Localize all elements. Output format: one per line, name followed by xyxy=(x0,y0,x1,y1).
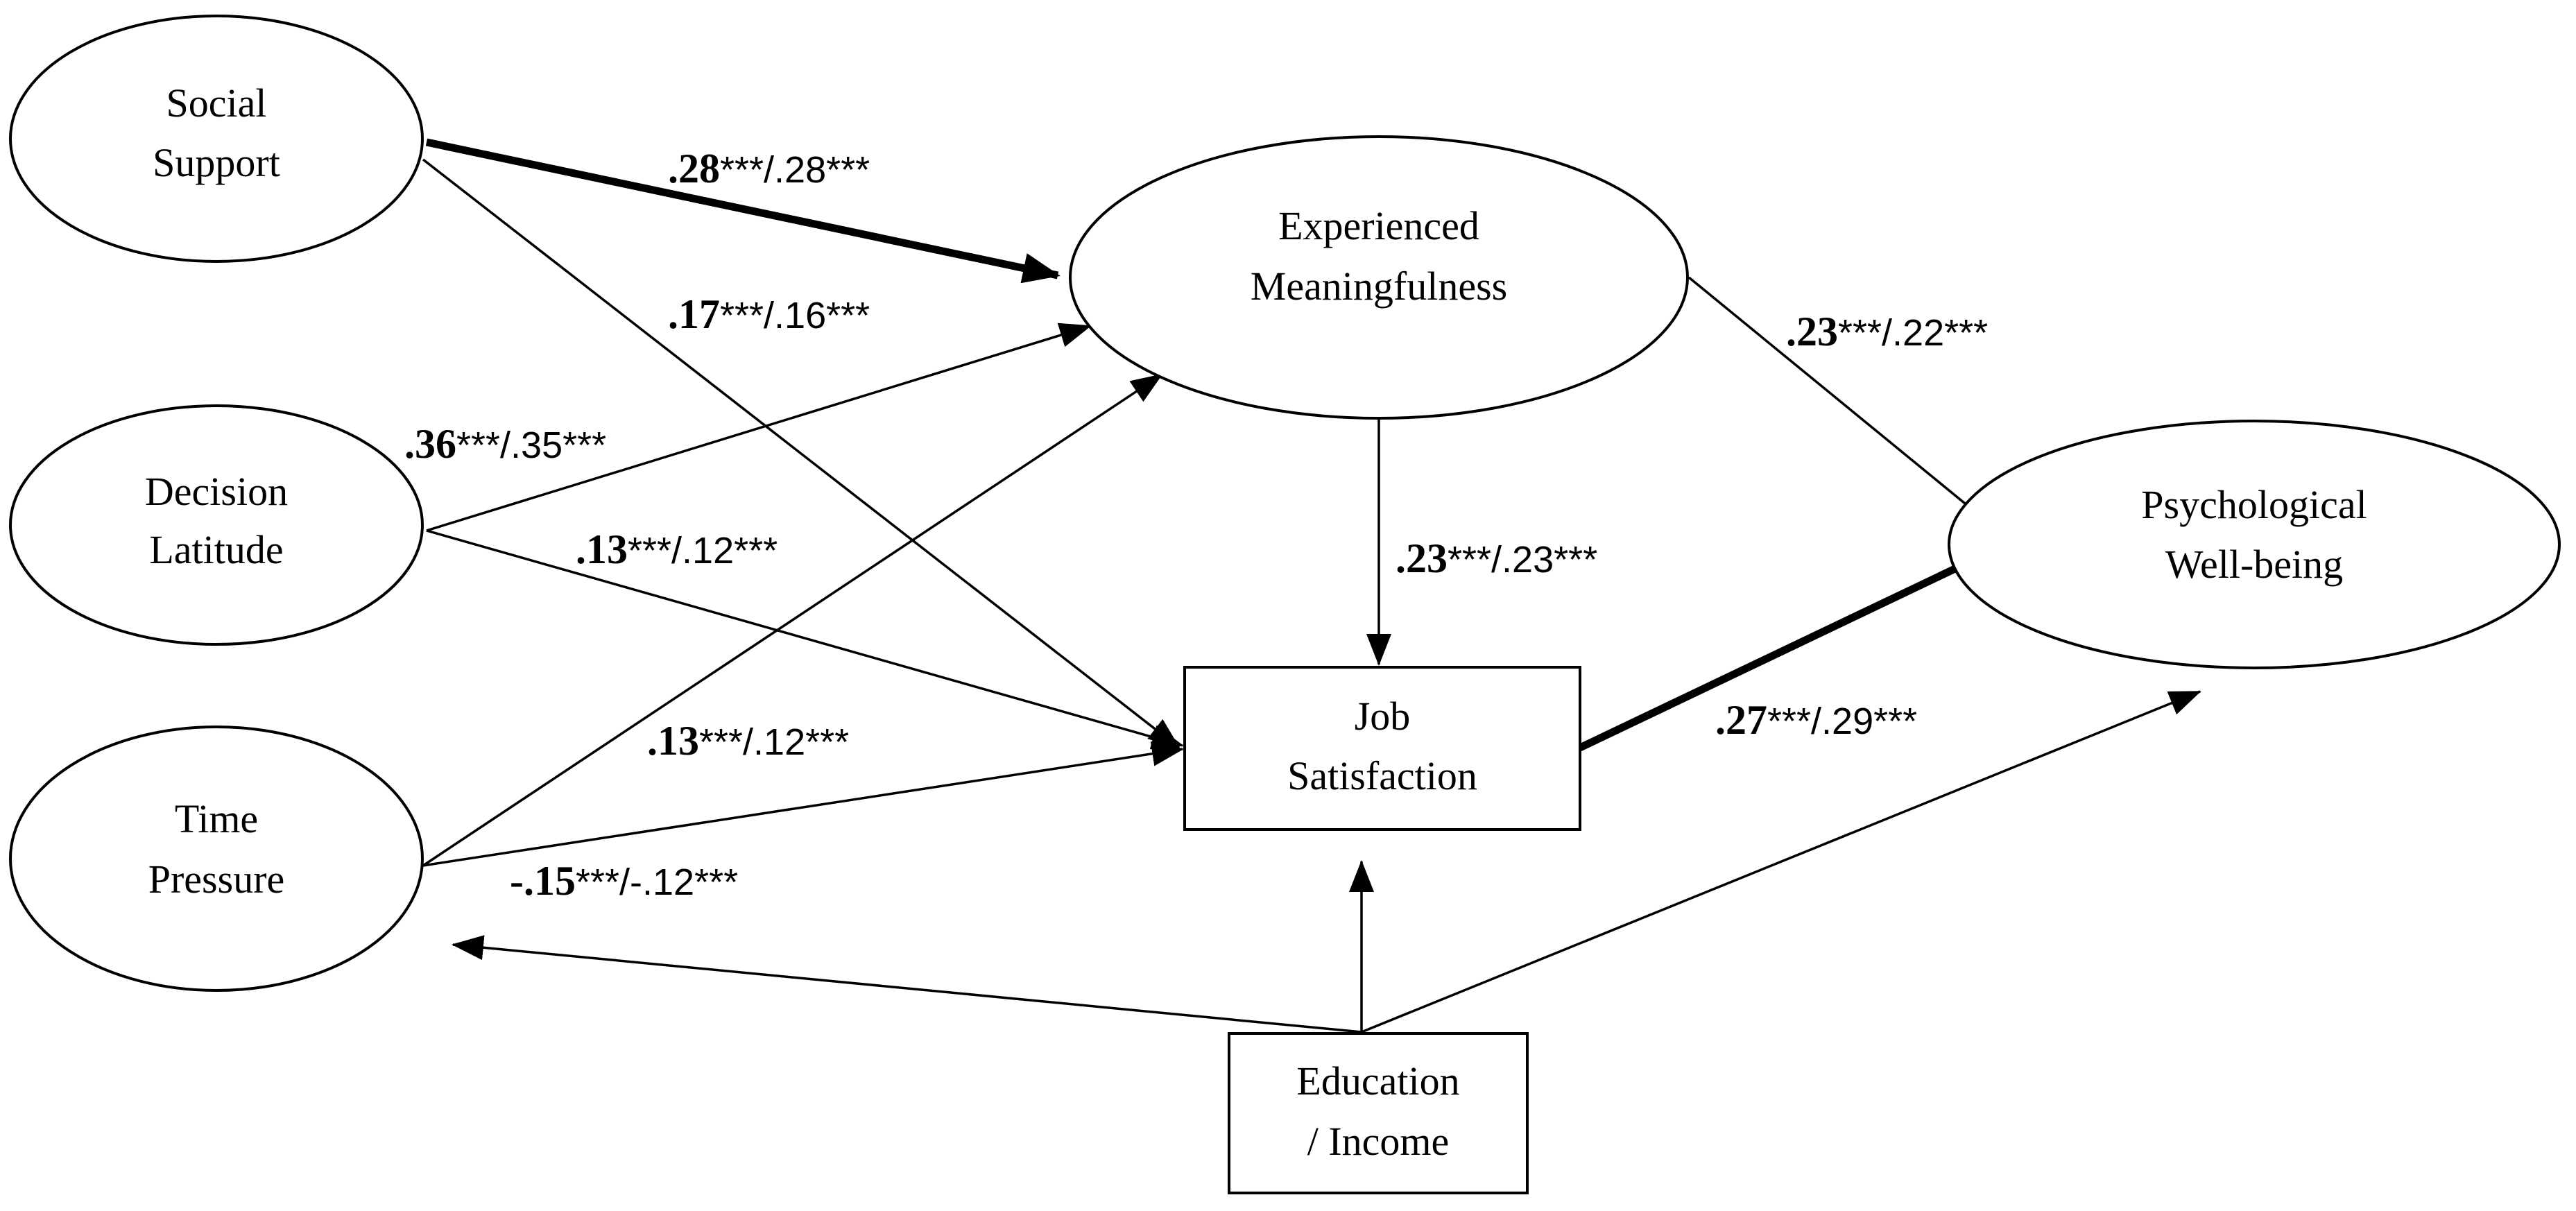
coef-meaningfulness-to-wellbeing: .23***/.22*** xyxy=(1786,309,1988,354)
time-pressure-label-line1: Time xyxy=(175,796,258,841)
coef-decision-latitude-to-job-satisfaction: .13***/.12*** xyxy=(576,526,778,572)
path-time-pressure-to-meaningfulness xyxy=(422,373,1163,867)
coef-job-satisfaction-to-wellbeing: .27***/.29*** xyxy=(1715,697,1917,743)
path-time-pressure-to-job-satisfaction xyxy=(422,741,1184,867)
node-decision-latitude: Decision Latitude xyxy=(9,404,424,646)
path-education-to-time-pressure xyxy=(452,935,1362,1033)
node-psychological-wellbeing: Psychological Well-being xyxy=(1948,420,2561,669)
coef-time-pressure-to-job-satisfaction: .13***/.12*** xyxy=(647,718,849,764)
path-social-support-to-job-satisfaction xyxy=(422,158,1180,749)
node-job-satisfaction: Job Satisfaction xyxy=(1183,666,1581,831)
path-decision-latitude-to-job-satisfaction xyxy=(426,529,1184,750)
social-support-label-line1: Social xyxy=(166,80,267,126)
coef-time-pressure-to-meaningfulness: -.15***/-.12*** xyxy=(510,858,738,904)
experienced-meaningfulness-label-line1: Experienced xyxy=(1278,203,1479,248)
node-education-income: Education / Income xyxy=(1228,1032,1529,1194)
coef-meaningfulness-to-job-satisfaction: .23***/.23*** xyxy=(1396,535,1597,581)
social-support-label-line2: Support xyxy=(153,140,280,185)
coef-social-support-to-meaningfulness: .28***/.28*** xyxy=(668,146,870,191)
decision-latitude-label-line2: Latitude xyxy=(149,527,283,572)
psychological-wellbeing-label-line1: Psychological xyxy=(2141,482,2367,527)
job-satisfaction-label-line2: Satisfaction xyxy=(1287,753,1477,798)
psychological-wellbeing-label-line2: Well-being xyxy=(2165,542,2343,587)
path-decision-latitude-to-meaningfulness xyxy=(426,323,1092,532)
coef-decision-latitude-to-meaningfulness: .36***/.35*** xyxy=(404,421,606,467)
education-income-label-line1: Education xyxy=(1296,1058,1459,1103)
time-pressure-label-line2: Pressure xyxy=(148,857,285,902)
path-education-to-wellbeing xyxy=(1361,690,2201,1033)
node-time-pressure: Time Pressure xyxy=(9,725,424,992)
coef-social-support-to-job-satisfaction: .17***/.16*** xyxy=(668,291,870,337)
job-satisfaction-label-line1: Job xyxy=(1355,694,1411,739)
decision-latitude-label-line1: Decision xyxy=(145,469,288,514)
experienced-meaningfulness-label-line2: Meaningfulness xyxy=(1251,264,1508,309)
node-social-support: Social Support xyxy=(9,15,424,263)
path-meaningfulness-to-wellbeing xyxy=(1688,276,2008,539)
path-social-support-to-meaningfulness xyxy=(425,138,1061,284)
education-income-label-line2: / Income xyxy=(1307,1119,1450,1164)
node-experienced-meaningfulness: Experienced Meaningfulness xyxy=(1069,135,1689,420)
path-job-satisfaction-to-wellbeing xyxy=(1578,541,2009,751)
